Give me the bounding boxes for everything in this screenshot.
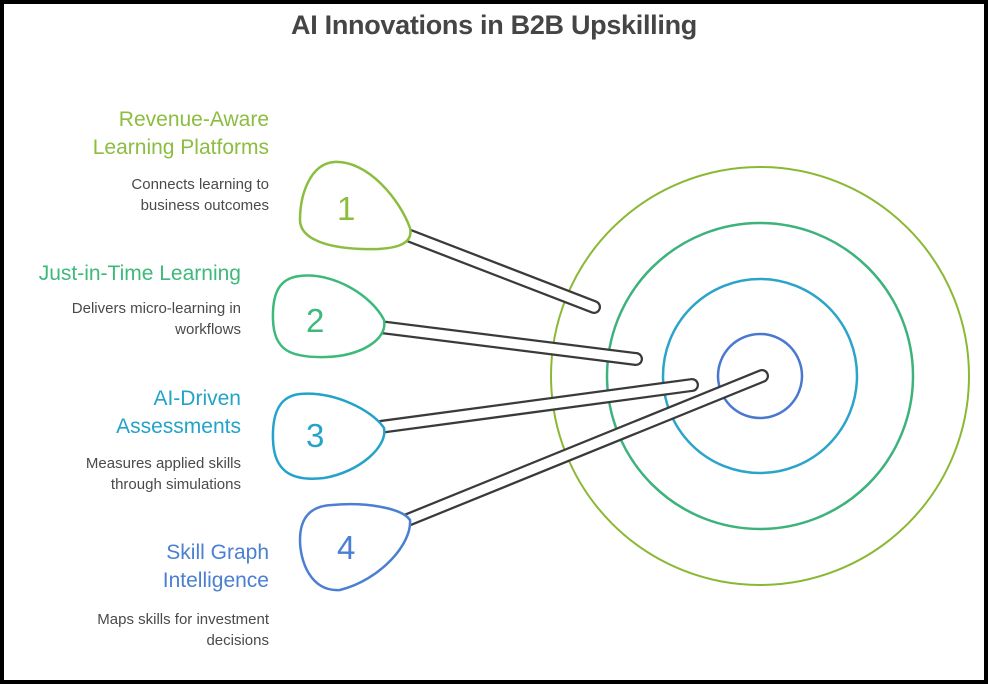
pin-number-1: 1	[337, 190, 356, 227]
item-1-desc-line1: Connects learning to	[131, 176, 269, 193]
item-4-title-line1: Skill Graph	[166, 541, 269, 564]
pin-stems	[373, 227, 769, 528]
item-1: Revenue-Aware Learning Platforms Connect…	[4, 106, 269, 216]
pin-head-2	[271, 274, 386, 359]
item-1-desc-line2: business outcomes	[140, 197, 269, 214]
pin-stem-4-fill	[400, 371, 767, 526]
pin-head-3	[271, 392, 386, 480]
pin-number-4: 4	[337, 529, 356, 566]
target-graphic	[271, 160, 970, 592]
item-3: AI-Driven Assessments Measures applied s…	[4, 385, 241, 495]
item-4-desc-line2: decisions	[206, 632, 269, 649]
pin-number-3: 3	[306, 417, 325, 454]
diagram-title: AI Innovations in B2B Upskilling	[291, 10, 697, 40]
item-3-desc-line1: Measures applied skills	[85, 455, 241, 472]
item-3-title-line1: AI-Driven	[153, 387, 241, 410]
item-2: Just-in-Time Learning Delivers micro-lea…	[4, 260, 241, 340]
pin-stem-3-fill	[375, 380, 697, 432]
item-3-desc-line2: through simulations	[110, 476, 241, 493]
item-1-title-line1: Revenue-Aware	[118, 108, 269, 131]
item-2-desc-line2: workflows	[175, 321, 241, 338]
item-4: Skill Graph Intelligence Maps skills for…	[4, 539, 269, 651]
target-ring-3	[661, 277, 859, 475]
item-4-desc-line1: Maps skills for investment	[97, 611, 269, 628]
item-1-title-line2: Learning Platforms	[92, 136, 269, 159]
item-2-title-line1: Just-in-Time Learning	[38, 262, 241, 285]
item-3-title-line2: Assessments	[116, 415, 241, 438]
item-4-title-line2: Intelligence	[162, 569, 269, 592]
pin-stem-1-fill	[400, 229, 599, 312]
pin-stem-2-fill	[375, 322, 641, 364]
pin-head-1	[298, 160, 412, 251]
target-ring-inner	[716, 332, 804, 420]
pin-head-4	[298, 503, 412, 592]
target-ring-2	[605, 221, 915, 531]
pin-number-2: 2	[306, 302, 325, 339]
target-ring-outer	[550, 166, 970, 586]
item-2-desc-line1: Delivers micro-learning in	[71, 300, 241, 317]
